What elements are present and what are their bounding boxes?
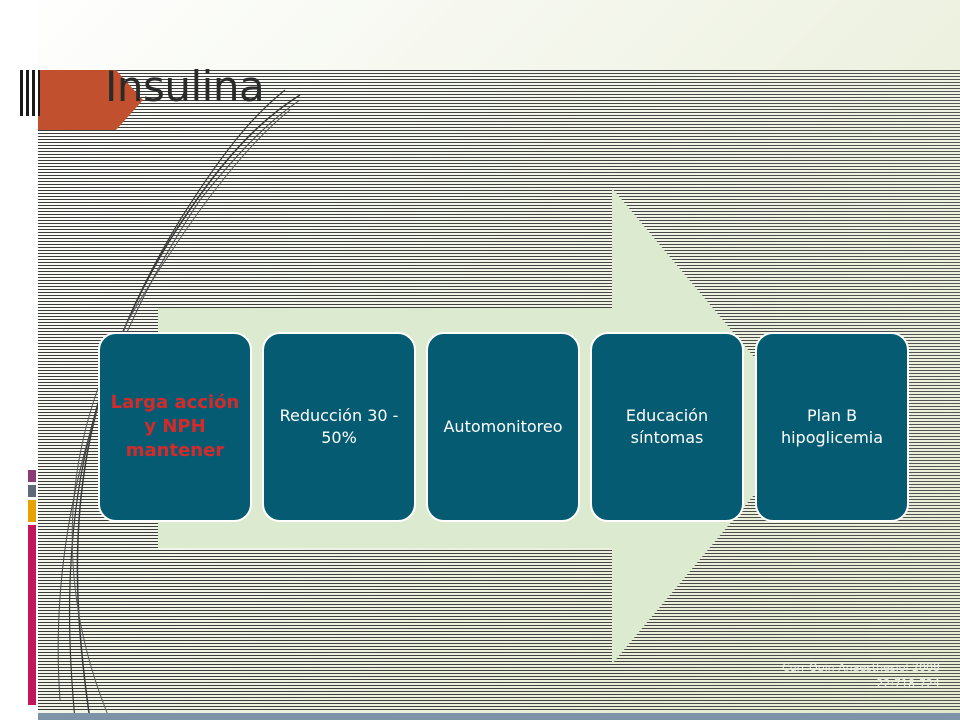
process-step-label: Plan B hipoglicemia [780, 406, 884, 447]
process-step-label: Reducción 30 - 50% [279, 406, 399, 447]
citation-line: 22:718-724 [876, 676, 940, 690]
accent-block [28, 470, 36, 482]
accent-block [28, 485, 36, 497]
process-step: Reducción 30 - 50% [262, 332, 416, 522]
slide-title: Insulina [105, 62, 265, 111]
process-step-label: Automonitoreo [443, 417, 563, 437]
process-step-label: Larga acción y NPH mantener [110, 391, 240, 462]
process-step-label: Educación síntomas [625, 406, 709, 447]
process-step: Educación síntomas [590, 332, 744, 522]
accent-strip [28, 470, 36, 710]
citation-line: Curr Opin Anaesthesiol 2008 [781, 661, 940, 674]
process-step: Larga acción y NPH mantener [98, 332, 252, 522]
title-tab-shape [38, 70, 143, 130]
title-decoration-icon [20, 70, 40, 116]
process-step: Plan B hipoglicemia [755, 332, 909, 522]
process-step: Automonitoreo [426, 332, 580, 522]
bottom-bar [38, 713, 960, 720]
accent-block [28, 525, 36, 705]
citation: Curr Opin Anaesthesiol 2008 22:718-724 [740, 660, 940, 692]
accent-block [28, 500, 36, 522]
